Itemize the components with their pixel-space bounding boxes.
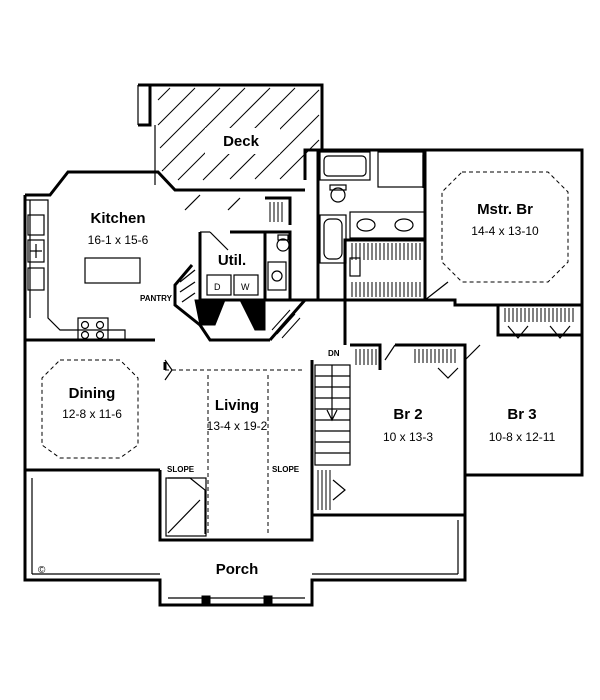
mstr-br-dim: 14-4 x 13-10	[471, 224, 539, 238]
util-label: Util.	[218, 252, 246, 269]
master-bedroom: Mstr. Br 14-4 x 13-10	[423, 150, 582, 307]
br2-name: Br 2	[393, 406, 422, 423]
dining-dim: 12-8 x 11-6	[62, 407, 122, 421]
pantry-label: PANTRY	[140, 294, 173, 303]
living-name: Living	[215, 397, 259, 414]
copyright-mark: ©	[38, 565, 46, 576]
dining-name: Dining	[69, 385, 116, 402]
br3-dim: 10-8 x 12-11	[489, 430, 556, 444]
porch-label: Porch	[216, 561, 259, 578]
master-bath	[316, 151, 449, 302]
kitchen-area: Kitchen 16-1 x 15-6	[25, 194, 241, 342]
kitchen-dim: 16-1 x 15-6	[88, 233, 149, 247]
br3-name: Br 3	[507, 406, 536, 423]
svg-text:D: D	[214, 282, 221, 292]
svg-text:W: W	[241, 282, 250, 292]
mstr-br-name: Mstr. Br	[477, 201, 533, 218]
porch-area: Porch ©	[23, 470, 467, 607]
dining-area: Dining 12-8 x 11-6	[41, 359, 139, 459]
living-area: SLOPE SLOPE Living 13-4 x 19-2	[163, 359, 305, 537]
br2-dim: 10 x 13-3	[383, 430, 433, 444]
deck-label: Deck	[223, 133, 260, 150]
bedroom-3: Br 3 10-8 x 12-11	[464, 305, 582, 444]
stair-dn-label: DN	[328, 349, 340, 358]
living-dim: 13-4 x 19-2	[207, 419, 268, 433]
hall-bath	[265, 196, 309, 341]
kitchen-name: Kitchen	[90, 210, 145, 227]
slope-right-label: SLOPE	[272, 465, 300, 474]
slope-left-label: SLOPE	[167, 465, 195, 474]
utility-area: D W Util. PANTRY	[140, 230, 270, 342]
deck-area: Deck	[137, 83, 324, 185]
bedroom-2: Br 2 10 x 13-3	[383, 343, 467, 475]
stairs: DN	[310, 343, 382, 515]
interior-walls	[23, 298, 347, 540]
